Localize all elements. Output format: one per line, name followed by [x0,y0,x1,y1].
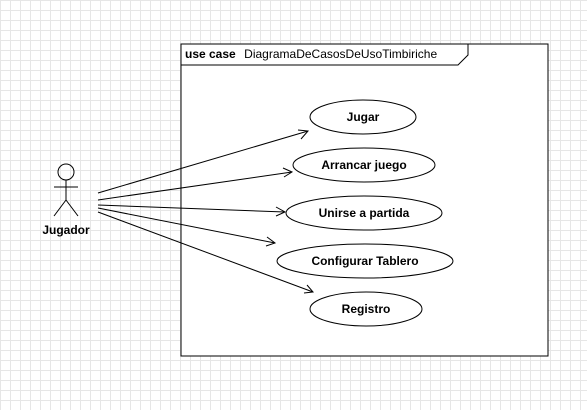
use-case-label: Registro [342,302,391,316]
arrowhead-open [265,236,277,247]
use-case-registro[interactable]: Registro [309,291,423,327]
use-case-ellipse [276,243,454,279]
associations [97,129,314,294]
association-registro[interactable] [97,211,314,294]
use-cases: Jugar Arrancar juego Unirse a partida Co… [276,99,454,327]
frame-keyword: use case [185,47,236,61]
actor-left-leg [53,199,67,217]
use-case-unirse-a-partida[interactable]: Unirse a partida [285,195,443,231]
arrowhead-open [303,284,314,294]
use-case-label: Jugar [347,110,380,124]
association-line [97,204,286,213]
use-case-label: Arrancar juego [321,158,406,172]
arrowhead-open [297,129,310,140]
association-jugar[interactable] [97,129,310,194]
arrowhead-open [282,167,294,178]
frame-tab [180,43,469,66]
frame-title: use case DiagramaDeCasosDeUsoTimbiriche [185,45,437,62]
use-case-ellipse [309,291,423,327]
actor-name: Jugador [42,223,90,237]
arrowhead-open [275,206,287,217]
use-case-label: Unirse a partida [319,206,410,220]
association-arrancar-juego[interactable] [97,167,294,201]
use-case-ellipse [309,99,417,135]
use-case-arrancar-juego[interactable]: Arrancar juego [292,147,436,183]
association-line [97,211,314,293]
use-case-jugar[interactable]: Jugar [309,99,417,135]
association-configurar-tablero[interactable] [97,207,277,247]
association-line [97,171,293,201]
association-line [97,207,276,244]
use-case-ellipse [292,147,436,183]
actor-jugador[interactable]: Jugador [42,163,90,237]
association-unirse-a-partida[interactable] [97,204,287,217]
use-case-ellipse [285,195,443,231]
use-case-configurar-tablero[interactable]: Configurar Tablero [276,243,454,279]
actor-right-leg [65,199,79,217]
association-line [97,130,309,194]
actor-head [57,163,75,181]
use-case-label: Configurar Tablero [311,254,418,268]
frame-name: DiagramaDeCasosDeUsoTimbiriche [244,47,437,61]
